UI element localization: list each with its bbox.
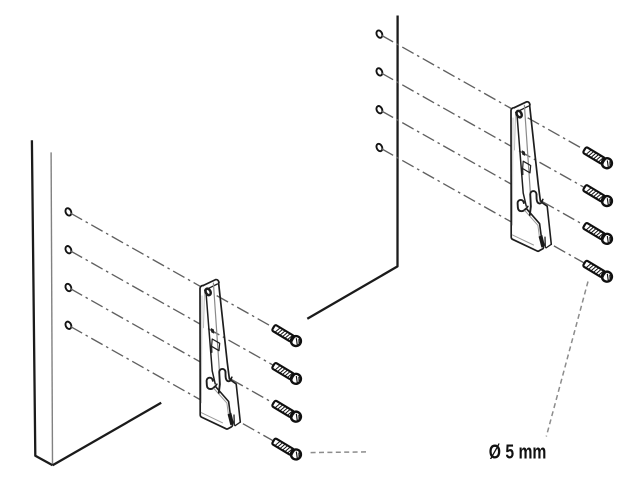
svg-text:Ø 5 mm: Ø 5 mm (489, 441, 547, 463)
